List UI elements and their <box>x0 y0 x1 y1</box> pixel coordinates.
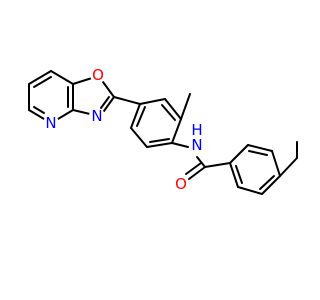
atom-carbonyl-o: O <box>173 175 189 193</box>
bond-benzene-5-inner <box>161 104 176 121</box>
bond-pyridine-6 <box>50 70 74 85</box>
bond-ring2-6-inner <box>235 165 243 184</box>
bond-oxazole-1 <box>72 77 93 85</box>
bond-benzene-1 <box>130 103 141 129</box>
bond-pyridine-3-inner <box>33 106 45 114</box>
bond-oxazole-3 <box>103 96 115 112</box>
bond-carbonyl-ring <box>204 162 231 168</box>
bond-pyridine-3 <box>28 109 45 120</box>
bond-benzene-2 <box>130 127 148 148</box>
bond-benzene-3 <box>146 142 173 148</box>
hydrogen-label: H <box>191 121 202 139</box>
bond-ring2-5 <box>237 186 263 195</box>
bond-carbonyl-o-inner <box>185 162 202 175</box>
bond-oxazole-3-inner <box>100 96 110 109</box>
bond-benzene-nh <box>171 142 189 148</box>
oxygen-label: O <box>175 175 187 193</box>
bond-ethyl-1 <box>279 157 298 177</box>
bond-carbonyl-o <box>188 166 206 180</box>
bond-pyridine-1 <box>28 70 52 85</box>
bond-pyridine-4 <box>57 109 74 120</box>
bond-ring2-4 <box>261 175 281 195</box>
bond-pyridine-1-inner <box>33 76 52 88</box>
bond-ring2-2-inner <box>248 150 268 156</box>
bond-oxazole-benzene <box>113 96 141 105</box>
bond-ring2-6 <box>229 162 239 188</box>
nitrogen-label: N <box>45 114 56 132</box>
bond-ring2-3 <box>271 150 281 177</box>
bond-benzene-6 <box>139 98 166 105</box>
nitrogen-label: N <box>191 136 202 154</box>
bond-methyl <box>180 93 191 120</box>
bond-oxazole-4 <box>72 109 91 115</box>
bond-ring2-2 <box>247 144 273 152</box>
bond-benzene-3-inner <box>149 138 170 143</box>
nitrogen-label: N <box>91 107 102 125</box>
molecule-structure: O N N N H O <box>28 66 298 195</box>
bond-ring2-1 <box>229 144 249 164</box>
oxygen-label: O <box>92 66 104 84</box>
bond-benzene-5 <box>164 98 182 120</box>
atom-pyridine-n: N <box>43 114 59 132</box>
atom-amide-nh: N H <box>189 121 205 154</box>
bond-oxazole-2 <box>102 81 115 98</box>
bond-ring2-4-inner <box>259 175 275 190</box>
atom-oxazole-o: O <box>90 66 106 84</box>
atom-labels: O N N N H O <box>43 66 205 193</box>
bonds <box>28 70 298 195</box>
atom-oxazole-n: N <box>89 107 105 125</box>
bond-benzene-4 <box>171 118 182 144</box>
bond-benzene-1-inner <box>136 106 146 127</box>
